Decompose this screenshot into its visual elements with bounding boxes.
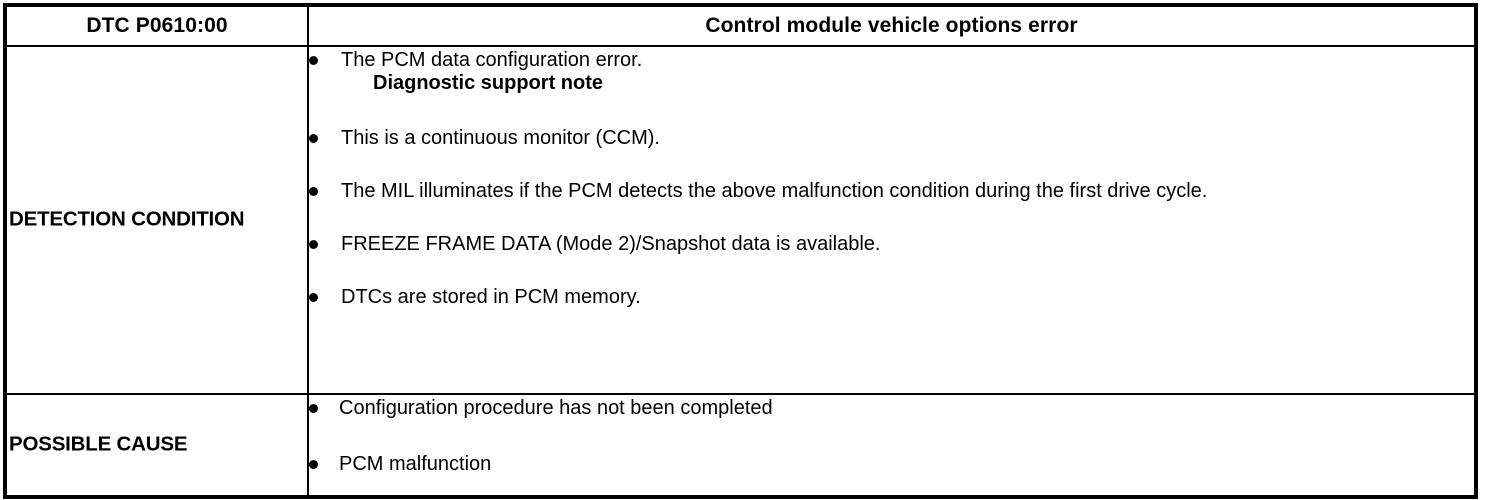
- table-header-row: DTC P0610:00 Control module vehicle opti…: [4, 4, 1477, 47]
- list-item-text: The MIL illuminates if the PCM detects t…: [341, 180, 1208, 202]
- bullet-dot-icon: [309, 56, 318, 65]
- list-item-text: Configuration procedure has not been com…: [339, 397, 773, 419]
- bullet-dot-icon: [309, 240, 318, 249]
- list-item-text: DTCs are stored in PCM memory.: [341, 286, 641, 308]
- list-item-text: The PCM data configuration error.: [341, 49, 643, 71]
- detection-condition-content-cell: The PCM data configuration error. Diagno…: [307, 45, 1477, 395]
- list-item: This is a continuous monitor (CCM).: [309, 125, 1474, 152]
- list-item-text: PCM malfunction: [339, 453, 492, 475]
- bullet-dot-icon: [309, 134, 318, 143]
- possible-cause-label: POSSIBLE CAUSE: [9, 432, 188, 456]
- bullet-dot-icon: [309, 187, 318, 196]
- list-item: PCM malfunction: [309, 451, 1474, 478]
- list-item: FREEZE FRAME DATA (Mode 2)/Snapshot data…: [309, 231, 1474, 258]
- list-item-text: FREEZE FRAME DATA (Mode 2)/Snapshot data…: [341, 233, 881, 255]
- detection-condition-label: DETECTION CONDITION: [9, 207, 245, 231]
- detection-condition-label-cell: DETECTION CONDITION: [4, 45, 309, 395]
- possible-cause-row: POSSIBLE CAUSE Configuration procedure h…: [4, 393, 1477, 498]
- dtc-title-header-cell: Control module vehicle options error: [307, 4, 1477, 47]
- bullet-dot-icon: [309, 293, 318, 302]
- list-item: Configuration procedure has not been com…: [309, 395, 1474, 422]
- list-item-text: This is a continuous monitor (CCM).: [341, 127, 660, 149]
- dtc-diagnostic-table: DTC P0610:00 Control module vehicle opti…: [3, 3, 1478, 499]
- bullet-dot-icon: [309, 460, 318, 469]
- possible-cause-list: Configuration procedure has not been com…: [309, 395, 1474, 478]
- dtc-code-header-cell: DTC P0610:00: [4, 4, 309, 47]
- bullet-dot-icon: [309, 404, 318, 413]
- list-item: The PCM data configuration error. Diagno…: [309, 47, 1474, 97]
- diagnostic-support-note-heading: Diagnostic support note: [373, 72, 603, 94]
- detection-condition-list: The PCM data configuration error. Diagno…: [309, 47, 1474, 311]
- list-item: DTCs are stored in PCM memory.: [309, 284, 1474, 311]
- possible-cause-content-cell: Configuration procedure has not been com…: [307, 393, 1477, 498]
- detection-condition-row: DETECTION CONDITION The PCM data configu…: [4, 45, 1477, 395]
- list-item: The MIL illuminates if the PCM detects t…: [309, 178, 1474, 205]
- possible-cause-label-cell: POSSIBLE CAUSE: [4, 393, 309, 498]
